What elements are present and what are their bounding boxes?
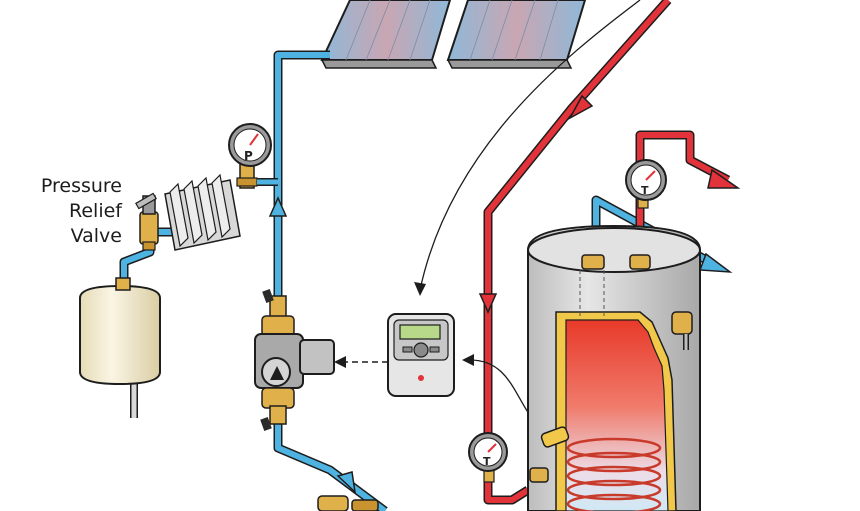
cold-flow-arrow-up <box>268 196 288 217</box>
temp-gauge-top-letter: T <box>641 184 649 197</box>
cold-outlet-arrow <box>698 252 733 273</box>
solar-panel-frame-right <box>446 59 573 69</box>
hot-flow-arrow-down <box>478 293 498 314</box>
cold-flow-arrow-down <box>336 471 357 495</box>
temp-gauge-bottom-letter: T <box>483 455 491 468</box>
relief-label-line-2: Relief <box>69 200 122 222</box>
solar-panel-frame <box>320 59 438 69</box>
tank-sensor-probe <box>540 426 570 448</box>
hot-outlet-arrow <box>707 168 741 189</box>
tank-relief-valve <box>671 311 693 350</box>
solar-collector-panels <box>320 0 587 69</box>
pump-signal-arrowhead <box>334 356 346 368</box>
relief-label-line-3: Valve <box>70 225 122 247</box>
temperature-gauge-bottom: T <box>468 432 508 483</box>
pressure-gauge: P <box>228 123 278 189</box>
pressure-relief-valve-label: Pressure Relief Valve <box>4 174 122 249</box>
collector-wire-arrowhead <box>414 282 426 296</box>
heat-exchanger-coil <box>566 437 662 511</box>
pump-station <box>254 288 335 432</box>
collector-sensor-wire <box>419 0 641 291</box>
controller-display <box>399 324 441 340</box>
heat-dissipator <box>164 173 241 251</box>
pressure-gauge-letter: P <box>244 149 253 163</box>
solar-controller <box>387 313 455 397</box>
relief-label-line-1: Pressure <box>40 175 122 197</box>
solar-panel-right <box>446 0 587 61</box>
expansion-tank <box>79 277 161 418</box>
pressure-relief-valve <box>135 192 159 251</box>
tank-cutaway-interior <box>565 319 669 511</box>
temperature-gauge-top: T <box>625 159 667 209</box>
tank-wire-arrowhead <box>462 354 474 366</box>
storage-tank <box>527 224 701 511</box>
controller-dial <box>413 342 429 358</box>
hot-flow-arrow-diagonal <box>568 94 594 120</box>
controller-indicator-led <box>418 375 424 381</box>
bottom-fittings <box>317 495 379 511</box>
solar-panel-grid <box>345 0 559 61</box>
